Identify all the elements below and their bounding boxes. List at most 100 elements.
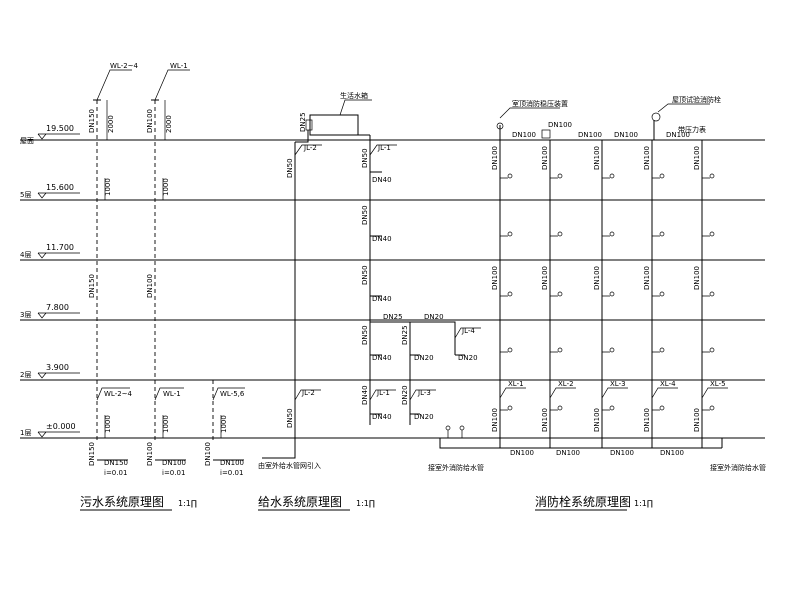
hydrant-icon: [709, 173, 715, 179]
cleanout-height: 1000: [104, 178, 112, 196]
riser-tag: XL-5: [710, 380, 726, 388]
branch-size: DN20: [424, 313, 444, 321]
elevation-mark: [37, 431, 80, 438]
riser-size: DN100: [593, 266, 601, 290]
leader-line: [212, 387, 245, 401]
hydrant-icon: [709, 405, 715, 411]
outlet-size: DN100: [162, 459, 186, 467]
supply-scale: 1:1∏: [356, 499, 375, 508]
pipe-size: DN50: [361, 265, 369, 285]
supply-system: 生活水箱 DN25 JL-2 JL-1 DN50 DN50 DN40 DN50 …: [258, 91, 481, 511]
pipe-size: DN40: [361, 385, 369, 405]
roof-size: DN100: [548, 121, 572, 129]
leader-line: [369, 389, 396, 401]
pipe-size: DN20: [401, 385, 409, 405]
floor-elevation: 19.500: [46, 124, 74, 133]
roof-size: DN100: [512, 131, 536, 139]
riser-tag: WL-1: [170, 62, 188, 70]
hydrant-icon: [557, 231, 563, 237]
elevation-mark: [37, 372, 80, 379]
floor-elevation: 11.700: [46, 243, 74, 252]
riser-size: DN100: [693, 408, 701, 432]
leader-line: [339, 99, 372, 116]
pipe-size: DN100: [146, 442, 154, 466]
riser-size: DN100: [541, 408, 549, 432]
hydrant-icon: [609, 231, 615, 237]
hydrant-icon: [709, 347, 715, 353]
roof-size: DN100: [578, 131, 602, 139]
leader-line: [369, 144, 397, 156]
riser-size: DN100: [541, 266, 549, 290]
leader-line: [549, 387, 576, 399]
inlet-note: 由室外给水管网引入: [258, 461, 321, 470]
sewage-title: 污水系统原理图: [80, 495, 164, 509]
riser-tag: WL-1: [163, 390, 181, 398]
branch-size: DN40: [372, 295, 392, 303]
branch-pipes: [370, 171, 382, 415]
roof-note-left: 室顶消防稳压装置: [512, 99, 568, 108]
leader-line: [651, 387, 678, 399]
riser-size: DN100: [693, 146, 701, 170]
roof-note-right2: 带压力表: [678, 125, 706, 134]
riser-tag: JL-1: [376, 389, 390, 397]
tank-valve: [305, 119, 313, 131]
riser-size: DN100: [491, 408, 499, 432]
roof-size: DN100: [614, 131, 638, 139]
hydrant-icon: [507, 405, 513, 411]
riser-tag: JL-2: [301, 389, 315, 397]
branch-size: DN40: [372, 413, 392, 421]
leader-line: [701, 387, 728, 399]
outlet-slope: i=0.01: [162, 469, 185, 477]
floor-name: 1层: [20, 429, 31, 437]
roof-size: DN100: [666, 131, 690, 139]
pipe-size: DN100: [204, 442, 212, 466]
riser-size: DN100: [693, 266, 701, 290]
pipe-size: DN100: [146, 109, 154, 133]
leader-line: [499, 387, 526, 399]
hydrant-icon: [659, 347, 665, 353]
hydrant-icon: [659, 173, 665, 179]
hydrant-icon: [557, 291, 563, 297]
hydrant-icon: [659, 291, 665, 297]
riser-tag: JL-3: [417, 389, 431, 397]
tank-connection: [295, 130, 370, 143]
hydrant-icon: [557, 347, 563, 353]
branch-size: DN40: [372, 354, 392, 362]
hydrant-icon: [709, 231, 715, 237]
floor-elevation: ±0.000: [46, 422, 76, 431]
hydrant-icon: [557, 405, 563, 411]
supply-inlet: [262, 440, 296, 459]
hydrant-icon: [659, 231, 665, 237]
hydrant-icon: [557, 173, 563, 179]
roof-note-right: 屋顶试验消防栓: [672, 95, 721, 104]
branch-3f: [370, 321, 456, 355]
riser-tag: XL-4: [660, 380, 676, 388]
cleanout-height: 1000: [162, 178, 170, 196]
hydrant-icon: [609, 347, 615, 353]
floor-name: 2层: [20, 371, 31, 379]
inlet-note-right: 接室外消防给水管: [710, 463, 766, 472]
riser-tag: XL-3: [610, 380, 626, 388]
riser-size: DN100: [643, 408, 651, 432]
main-size: DN100: [510, 449, 534, 457]
hydrant-stubs: [500, 173, 715, 411]
hydrant-icon: [507, 231, 513, 237]
riser-size: DN100: [593, 408, 601, 432]
floor-elevation: 3.900: [46, 363, 69, 372]
cleanout-height: 1000: [162, 415, 170, 433]
main-size: DN100: [660, 449, 684, 457]
pipe-size: DN150: [88, 442, 96, 466]
outlet-size: DN150: [104, 459, 128, 467]
pressure-device-icon: [496, 122, 504, 130]
branch-size: DN20: [414, 413, 434, 421]
outlet-slope: i=0.01: [220, 469, 243, 477]
hydrant-icon: [507, 291, 513, 297]
valve-icon: [445, 425, 451, 431]
fire-system: 室顶消防稳压装置 屋顶试验消防栓 带压力表 DN100 DN100 DN100 …: [428, 95, 766, 511]
pipe-size: DN50: [286, 408, 294, 428]
riser-size: DN100: [541, 146, 549, 170]
pipe-size: DN150: [88, 109, 96, 133]
pipe-size: DN25: [401, 325, 409, 345]
leader-line: [294, 389, 321, 401]
